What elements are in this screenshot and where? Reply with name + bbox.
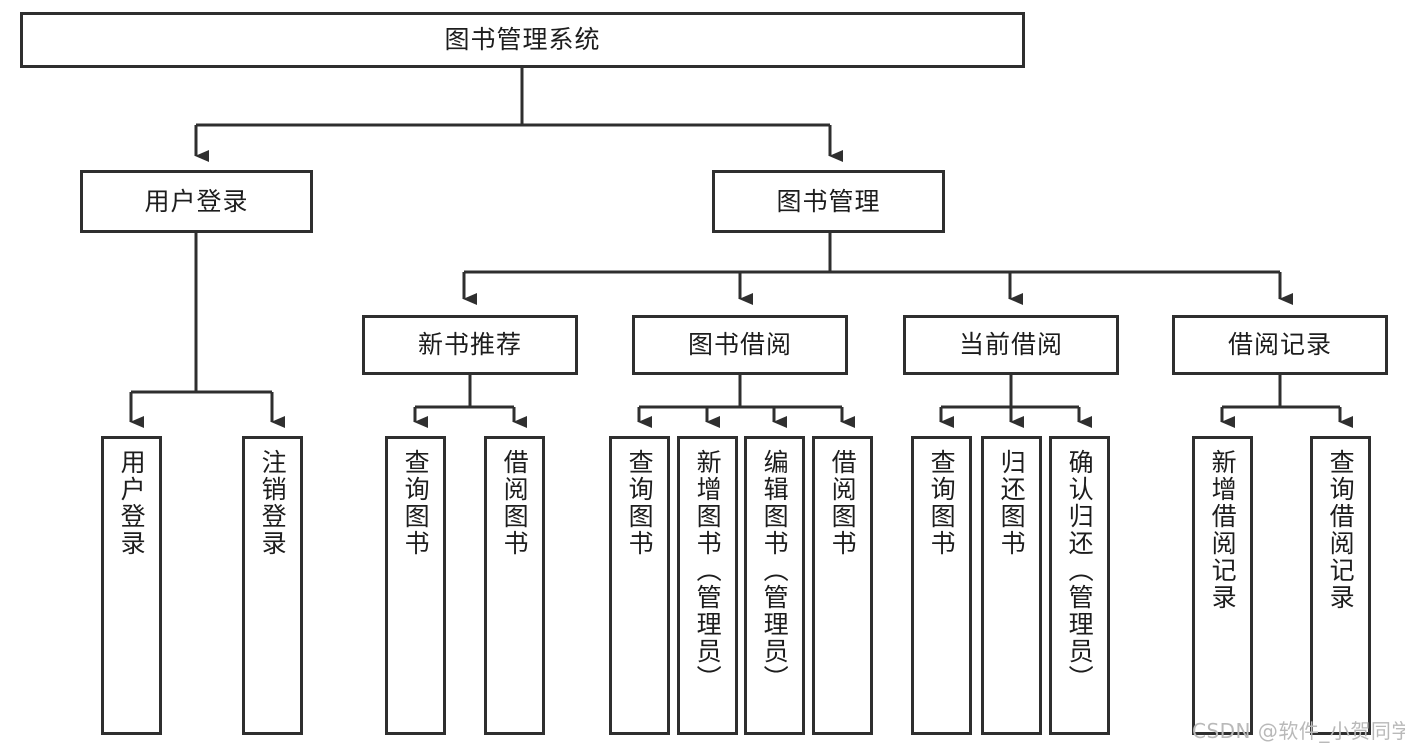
node-borrow-record[interactable]: 借阅记录 [1172,315,1388,375]
leaf-new-book-borrow-book[interactable]: 借阅图书 [484,436,545,735]
node-label: 查询借阅记录 [1326,449,1356,611]
node-label: 编辑图书（管理员） [760,449,790,692]
node-label: 新增借阅记录 [1208,449,1238,611]
leaf-current-borrow-return-book[interactable]: 归还图书 [981,436,1042,735]
node-current-borrow[interactable]: 当前借阅 [903,315,1119,375]
node-label: 图书管理 [776,186,881,216]
node-label: 借阅记录 [1227,330,1332,359]
node-new-book-recommend[interactable]: 新书推荐 [362,315,578,375]
node-label: 借阅图书 [500,449,530,557]
node-label: 查询图书 [927,449,957,557]
leaf-book-borrow-borrow-book[interactable]: 借阅图书 [812,436,873,735]
node-label: 新增图书（管理员） [693,449,723,692]
node-label: 图书借阅 [687,330,792,359]
watermark-text: CSDN @软件_小贺同学 [1192,719,1405,743]
node-label: 新书推荐 [417,330,522,359]
leaf-book-borrow-add-book-admin[interactable]: 新增图书（管理员） [677,436,738,735]
node-label: 查询图书 [625,449,655,557]
node-label: 借阅图书 [828,449,858,557]
leaf-current-borrow-query-book[interactable]: 查询图书 [911,436,972,735]
leaf-user-login-logout[interactable]: 注销登录 [242,436,303,735]
leaf-borrow-record-query-record[interactable]: 查询借阅记录 [1310,436,1371,735]
leaf-book-borrow-query-book[interactable]: 查询图书 [609,436,670,735]
leaf-new-book-query-book[interactable]: 查询图书 [385,436,446,735]
node-book-borrow[interactable]: 图书借阅 [632,315,848,375]
node-label: 用户登录 [117,449,147,557]
node-label: 注销登录 [258,449,288,557]
node-book-management[interactable]: 图书管理 [712,170,945,233]
leaf-book-borrow-edit-book-admin[interactable]: 编辑图书（管理员） [744,436,805,735]
node-label: 查询图书 [401,449,431,557]
leaf-current-borrow-confirm-return-admin[interactable]: 确认归还（管理员） [1049,436,1110,735]
node-label: 用户登录 [144,186,249,216]
node-label: 确认归还（管理员） [1065,449,1095,692]
node-label: 当前借阅 [958,330,1063,359]
node-label: 归还图书 [997,449,1027,557]
node-user-login[interactable]: 用户登录 [80,170,313,233]
csdn-watermark: CSDN @软件_小贺同学 [1192,715,1405,744]
node-label: 图书管理系统 [444,25,601,54]
leaf-borrow-record-add-record[interactable]: 新增借阅记录 [1192,436,1253,735]
leaf-user-login-login[interactable]: 用户登录 [101,436,162,735]
node-root-book-management-system[interactable]: 图书管理系统 [20,12,1025,68]
